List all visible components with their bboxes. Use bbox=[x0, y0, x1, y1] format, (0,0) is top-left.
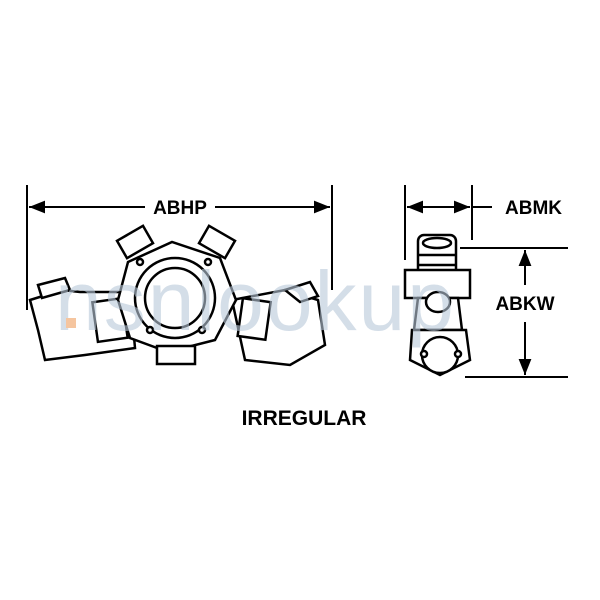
valve-side-view bbox=[403, 233, 472, 377]
watermark: nsnlookup bbox=[55, 254, 456, 348]
shape-caption: IRREGULAR bbox=[242, 407, 367, 430]
abkw-dimension bbox=[460, 247, 568, 378]
abmk-dimension bbox=[404, 185, 492, 260]
watermark-text: nsnlookup bbox=[55, 254, 456, 348]
abhp-dimension bbox=[26, 185, 333, 310]
valve-front-view bbox=[28, 224, 327, 367]
abhp-label: ABHP bbox=[153, 198, 207, 219]
abkw-label: ABKW bbox=[495, 294, 554, 315]
abmk-label: ABMK bbox=[505, 198, 562, 219]
